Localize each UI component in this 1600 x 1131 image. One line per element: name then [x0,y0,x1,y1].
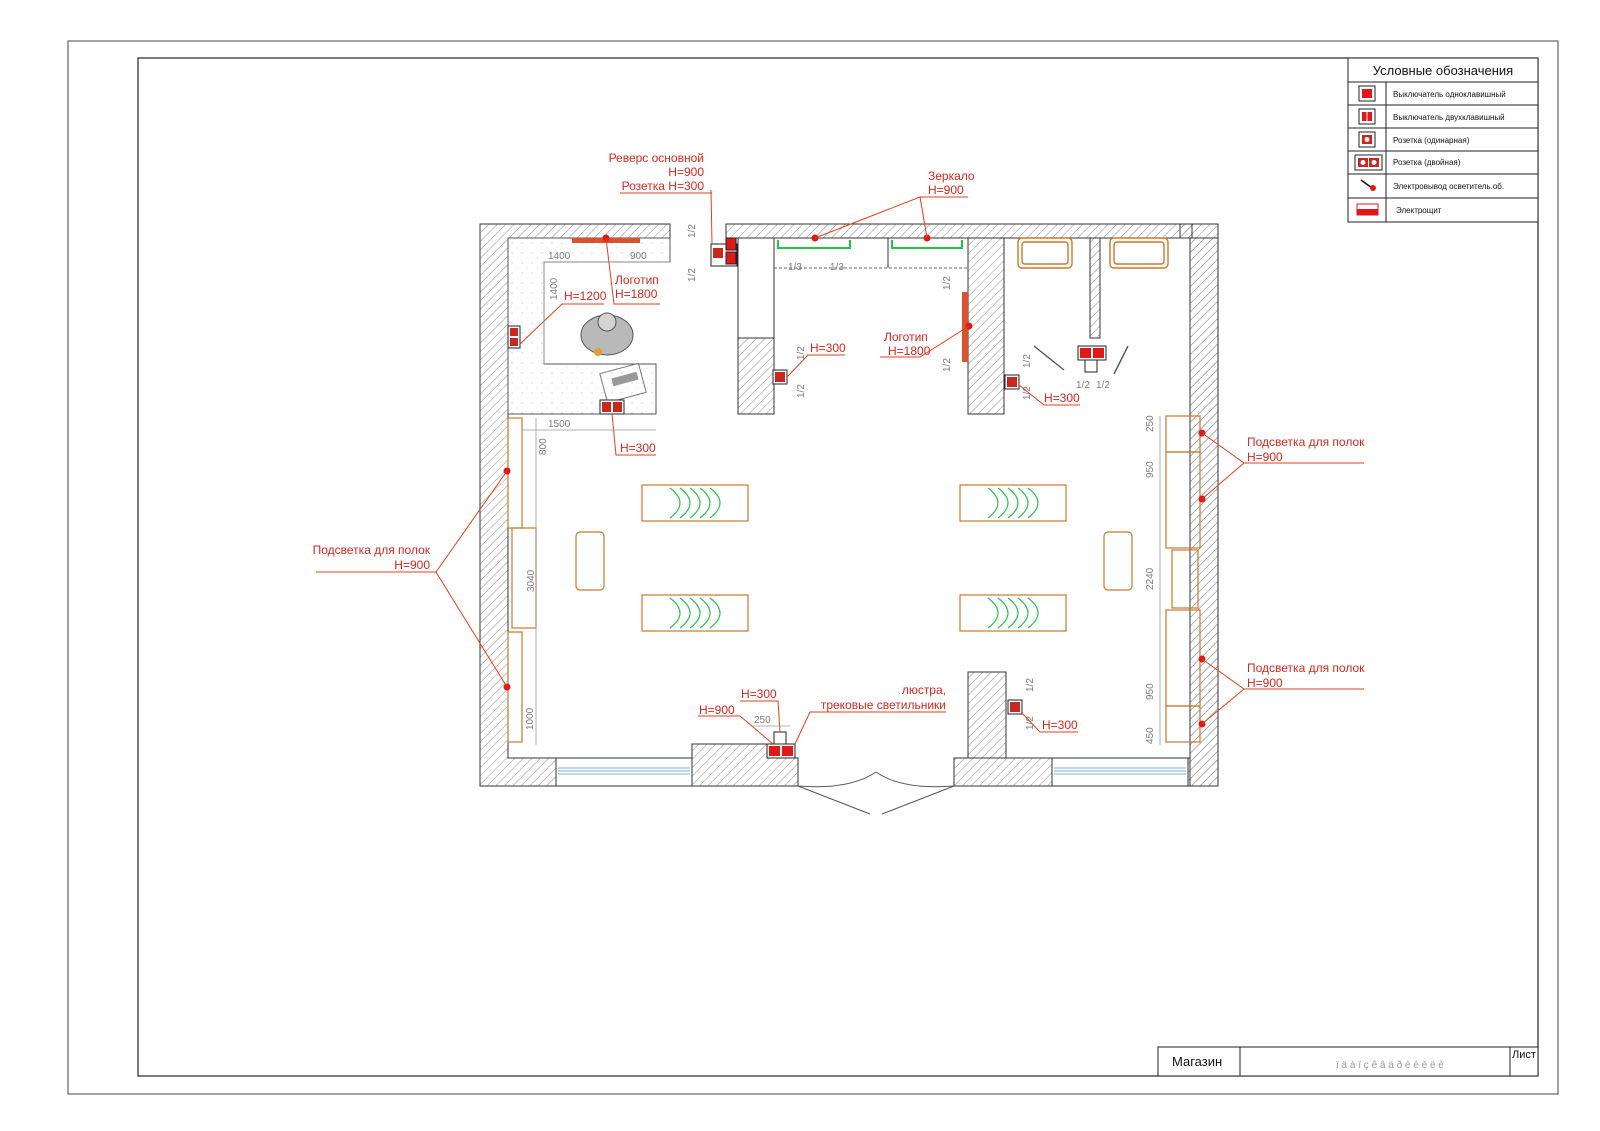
switch-double-icon [766,731,796,759]
label-shelves-right-top-h: H=900 [1247,450,1283,464]
label-revers-socket: Розетка H=300 [622,179,705,193]
svg-text:2240: 2240 [1145,567,1156,590]
switch-double-icon [710,237,738,267]
mirror-lights [777,240,963,249]
label-shelves-right-bottom-h: H=900 [1247,676,1283,690]
label-h300-pillar: H=300 [810,341,846,355]
svg-text:950: 950 [1145,683,1156,700]
label-chandelier-2: трековые светильники [821,698,946,712]
label-logo-left-h: H=1800 [615,287,658,301]
logo-panel-mid [962,292,968,362]
annotations: Реверс основной H=900 Розетка H=300 Зерк… [313,151,1366,732]
svg-text:1/2: 1/2 [687,224,698,238]
socket-single-icon [1007,699,1023,715]
svg-text:900: 900 [630,251,647,262]
dimension-lines [522,261,1161,745]
socket-double-icon [599,399,625,415]
socket-double-icon [1354,154,1383,171]
label-mirror: Зеркало [928,169,975,183]
label-shelves-right-bottom: Подсветка для полок [1247,661,1365,675]
label-shelves-right-top: Подсветка для полок [1247,435,1365,449]
svg-text:800: 800 [538,438,549,455]
socket-single-icon [772,369,788,385]
svg-text:1/2: 1/2 [1025,716,1036,730]
svg-text:1/3: 1/3 [788,262,802,273]
electric-panel-icon [1356,203,1379,216]
svg-text:1/2: 1/2 [1022,386,1033,400]
svg-text:1/2: 1/2 [942,276,953,290]
socket-single-icon [1358,131,1376,148]
label-h300-fitting: H=300 [1044,391,1080,405]
fitting-rooms [1017,237,1169,375]
legend-label-5: Электровывод осветитель.об. [1393,182,1504,191]
label-h300-right-pillar: H=300 [1042,718,1078,732]
svg-text:1/2: 1/2 [1096,380,1110,391]
svg-text:1000: 1000 [525,707,536,730]
inner-frame [137,57,1539,1077]
electrical-symbols [507,237,1107,759]
legend-label-1: Выключатель одноклавишный [1393,90,1506,99]
label-chandelier: люстра, [902,683,946,697]
svg-text:250: 250 [1145,415,1156,432]
legend-title: Условные обозначения [1373,63,1513,78]
label-h300-counter: H=300 [620,441,656,455]
svg-text:950: 950 [1145,461,1156,478]
label-entry-h900: H=900 [699,703,735,717]
entrance-door [797,771,955,815]
label-mirror-h: H=900 [928,183,964,197]
svg-text:1/2: 1/2 [1022,354,1033,368]
cashier-desk [599,362,647,404]
svg-text:250: 250 [754,715,771,726]
label-shelves-left: Подсветка для полок [313,543,431,557]
dimension-labels: 1400 900 1400 1500 800 3040 1000 250 950… [525,224,1156,744]
label-logo-mid-h: H=1800 [888,344,931,358]
outer-frame [67,40,1559,1095]
title-block: Магазин ï ä à ï ç ê â ä ð è é è ë è Лист [1157,1046,1539,1077]
title-block-sheet: Лист [1512,1049,1536,1061]
label-revers: Реверс основной [609,151,704,165]
title-block-name: Магазин [1172,1054,1222,1069]
window-right [1051,757,1189,787]
svg-text:1/2: 1/2 [942,358,953,372]
clothing-racks [575,484,1133,632]
partitions [967,237,1101,415]
label-shelves-left-h: H=900 [394,558,430,572]
svg-text:3040: 3040 [526,569,537,592]
storage-block [737,237,968,415]
exterior-walls [479,223,1219,787]
switch-double-icon [1358,108,1376,125]
svg-text:1/2: 1/2 [796,384,807,398]
label-logo-left: Логотип [615,273,659,287]
label-logo-mid: Логотип [884,330,928,344]
label-h1200: H=1200 [564,289,607,303]
legend-table: Условные обозначения Выключатель однокла… [1347,57,1539,223]
legend-label-3: Розетка (одинарная) [1393,136,1470,145]
window-left [555,757,693,787]
label-entry-h300: H=300 [741,687,777,701]
svg-text:1/2: 1/2 [796,346,807,360]
svg-text:1/2: 1/2 [1076,380,1090,391]
svg-text:1400: 1400 [549,277,560,300]
leader-lines [316,189,1364,745]
svg-text:450: 450 [1145,727,1156,744]
legend-label-4: Розетка (двойная) [1393,158,1461,167]
svg-text:1400: 1400 [548,251,571,262]
legend-label-6: Электрощит [1396,206,1442,215]
svg-text:1/2: 1/2 [1025,678,1036,692]
socket-single-icon [507,325,521,349]
title-block-garbled: ï ä à ï ç ê â ä ð è é è ë è [1336,1059,1444,1071]
svg-text:1500: 1500 [548,419,571,430]
switch-single-icon [1358,85,1376,102]
svg-text:1/3: 1/3 [830,262,844,273]
cashier-person-icon [580,312,634,356]
legend-label-2: Выключатель двухклавишный [1393,113,1505,122]
switch-double-icon [1077,345,1107,373]
light-outlet-icon [1360,179,1376,191]
svg-text:1/2: 1/2 [687,268,698,282]
label-revers-h: H=900 [668,165,704,179]
socket-single-icon [1004,374,1020,390]
